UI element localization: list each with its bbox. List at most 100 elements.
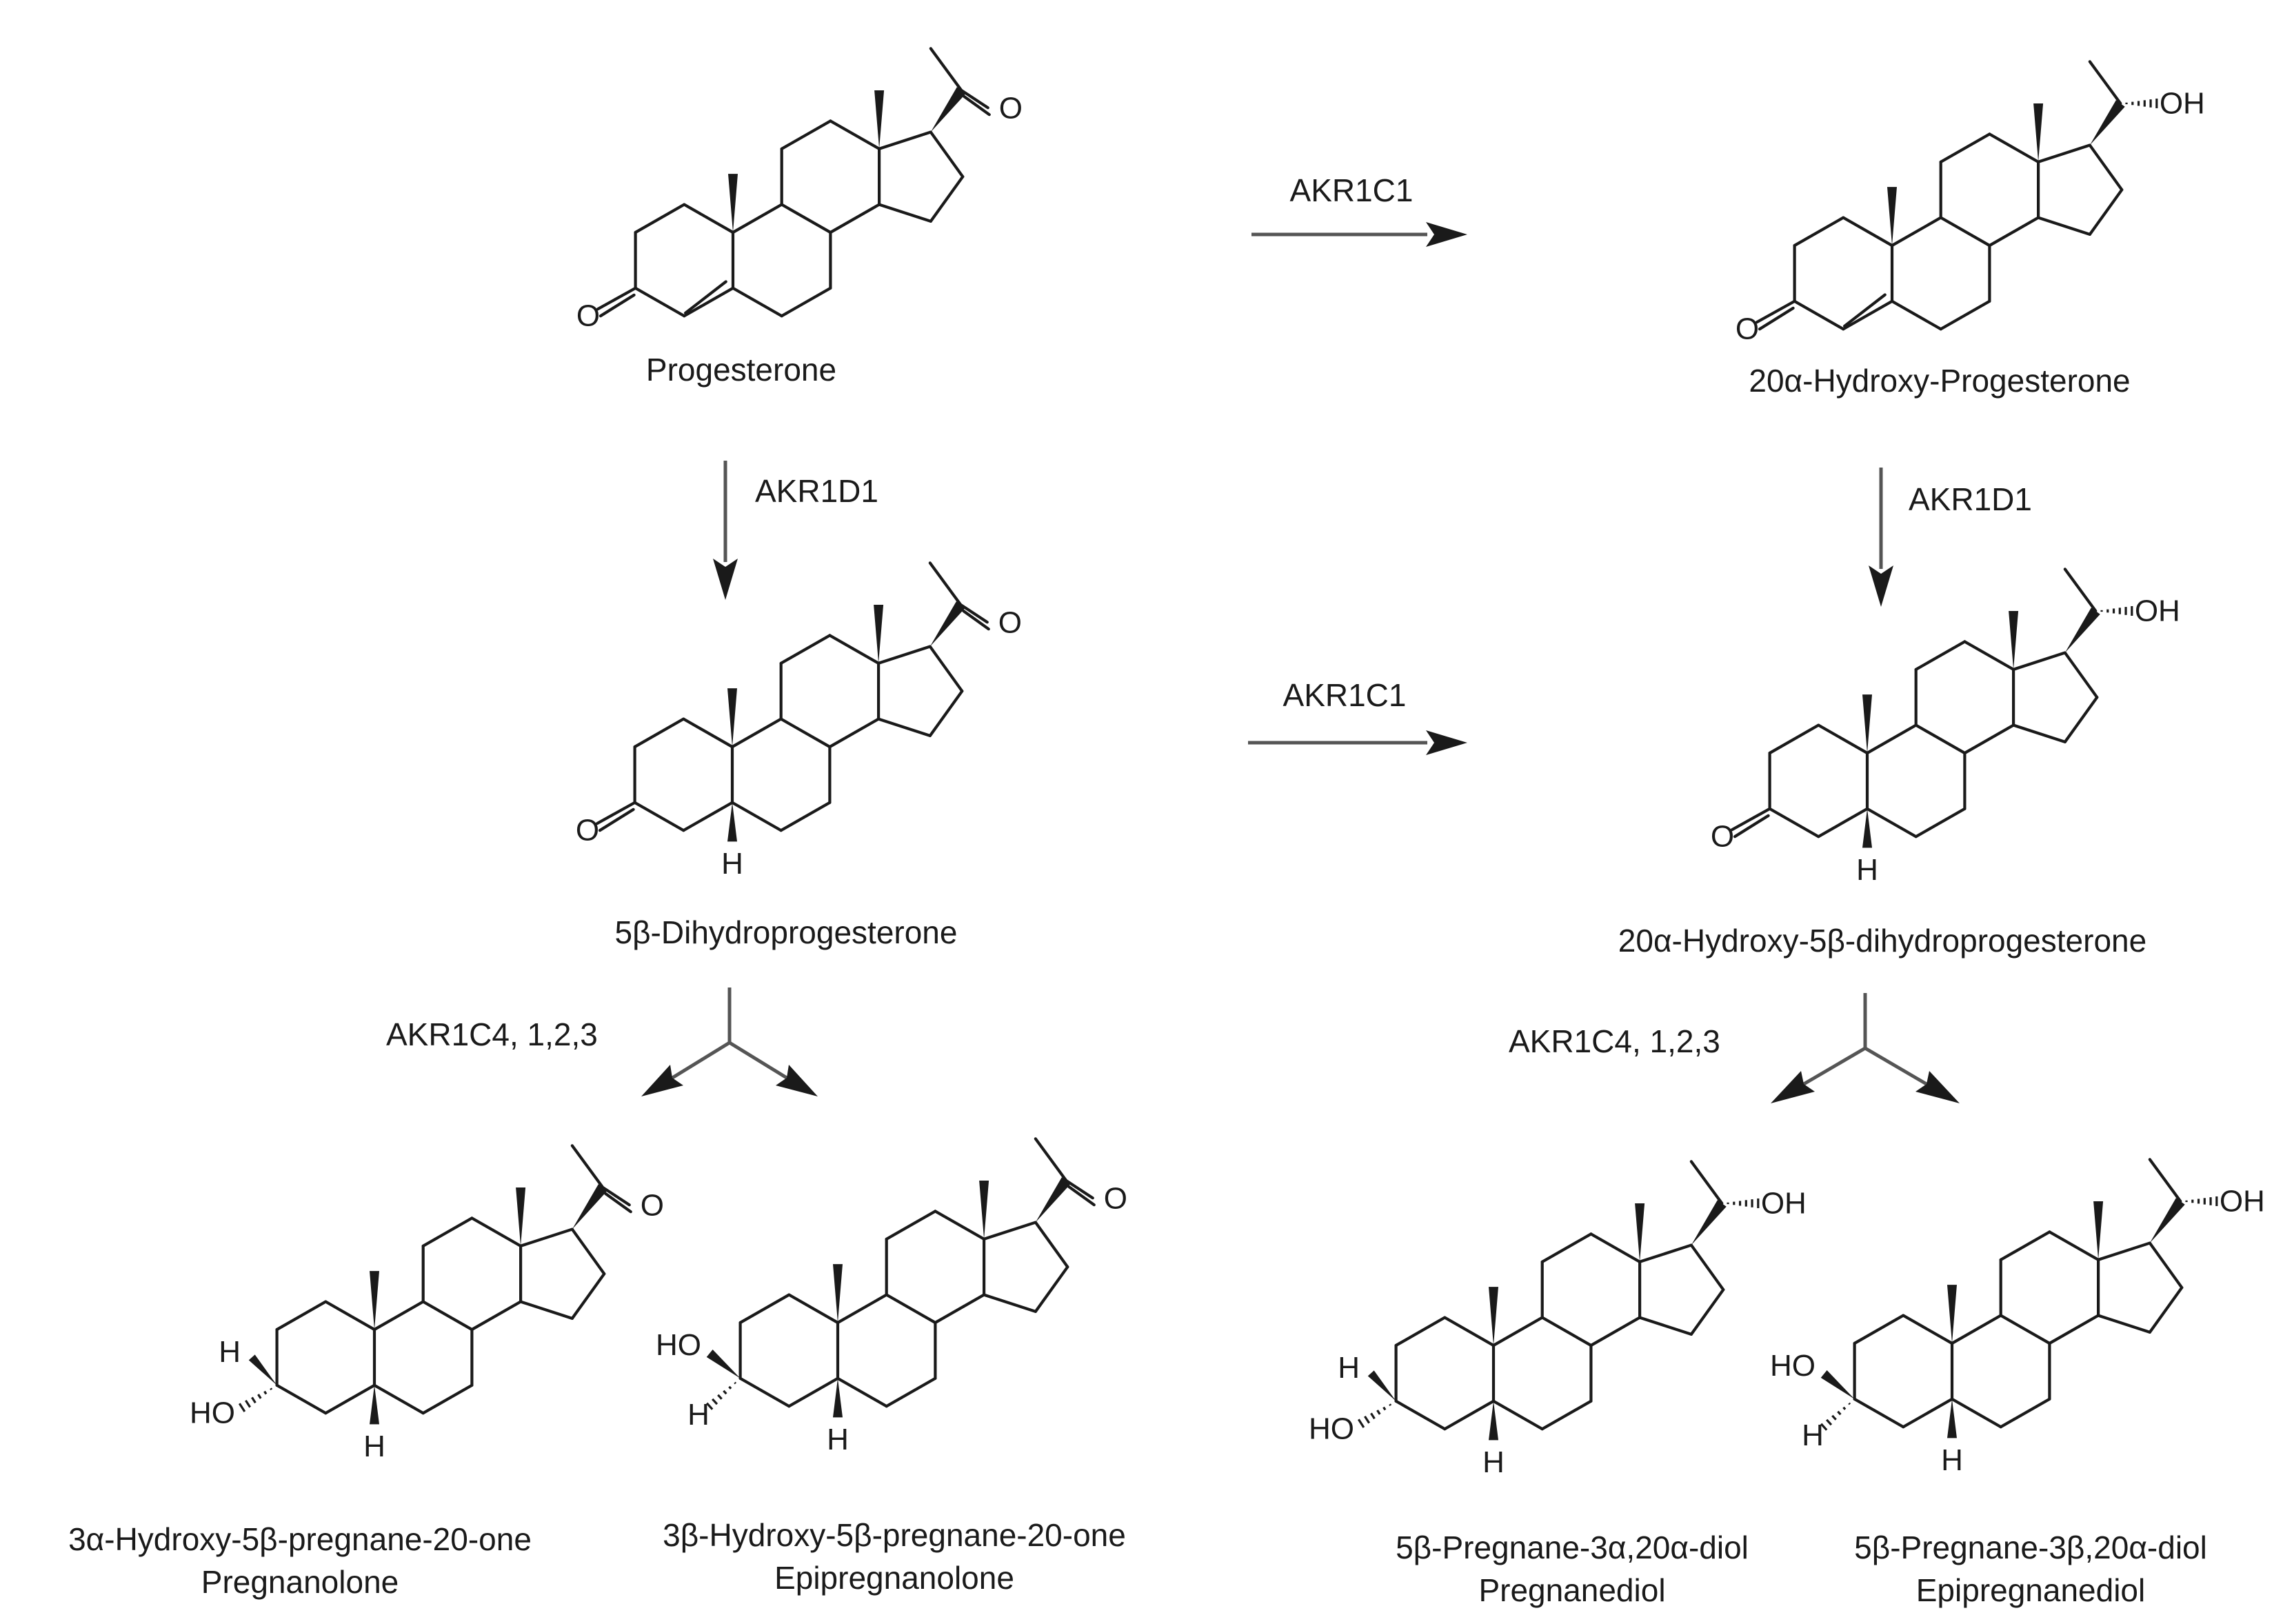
side-chain-wedge — [930, 87, 966, 132]
ring-bond — [829, 119, 881, 150]
methyl-bond — [2148, 1158, 2182, 1203]
ring-bond — [2012, 723, 2066, 743]
ring-bond — [1999, 1230, 2051, 1261]
ring-bond — [780, 119, 832, 150]
methyl-bond — [2088, 60, 2122, 106]
methyl-wedge — [874, 90, 885, 149]
ring-bond — [828, 634, 881, 665]
enzyme-label-akr1c4-left: AKR1C4, 1,2,3 — [386, 1016, 598, 1052]
ring-bond — [780, 203, 832, 234]
double-bond — [683, 280, 727, 314]
ring-bond — [324, 1300, 376, 1332]
ring-bond — [1638, 1316, 1693, 1336]
hydrogen-atom: H — [219, 1335, 241, 1369]
ring-bond — [421, 1300, 474, 1332]
hydroxyl-hash — [238, 1387, 273, 1412]
ring-bond — [1914, 807, 1967, 839]
hydrogen-wedge — [1947, 1399, 1957, 1438]
structure-dihydroprogesterone: OOH — [576, 561, 1022, 881]
ring-bond — [1793, 299, 1845, 331]
hydrogen-hash — [1820, 1402, 1851, 1431]
methyl-wedge — [370, 1271, 379, 1330]
ring-bond — [934, 1293, 986, 1325]
enzyme-label-akr1c1-middle: AKR1C1 — [1283, 677, 1407, 713]
methyl-bond — [570, 1144, 605, 1190]
ring-bond — [1939, 299, 1991, 331]
arrow-akr1d1-left — [713, 461, 738, 600]
ring-bond — [1689, 1288, 1725, 1336]
ring-bond — [1890, 216, 1942, 248]
ring-bond — [372, 1383, 425, 1415]
methyl-wedge — [979, 1180, 989, 1239]
hydrogen-hash — [705, 1381, 737, 1410]
ring-bond — [2037, 143, 2091, 163]
methyl-wedge — [2009, 610, 2019, 670]
ring-bond — [1793, 216, 1845, 248]
hydroxyl-group: HO — [1309, 1412, 1354, 1446]
ring-bond — [2037, 216, 2091, 236]
ring-bond — [1540, 1316, 1593, 1347]
carbonyl-bond — [601, 1185, 631, 1207]
hydrogen-atom: H — [721, 847, 743, 881]
ring-bond — [634, 203, 686, 234]
ring-bond — [885, 1210, 937, 1241]
hydrogen-atom: H — [1856, 853, 1878, 887]
carbonyl-bond — [1755, 299, 1796, 324]
hydroxyl-wedge — [706, 1350, 741, 1379]
side-chain-wedge — [2149, 1198, 2185, 1243]
side-chain-wedge — [1035, 1177, 1071, 1223]
ring-bond — [2088, 188, 2124, 236]
ring-bond — [1890, 299, 1942, 331]
hydroxyl-wedge — [1820, 1370, 1855, 1399]
methyl-wedge — [874, 604, 884, 663]
ring-bond — [730, 801, 783, 832]
side-chain-wedge — [2064, 608, 2100, 653]
hydrogen-wedge — [727, 802, 737, 842]
ring-bond — [1540, 1399, 1593, 1431]
methyl-wedge — [516, 1187, 526, 1246]
enzyme-label-akr1d1-right: AKR1D1 — [1909, 481, 2032, 517]
ring-bond — [1963, 723, 2015, 755]
hydroxyl-group: OH — [2220, 1184, 2265, 1218]
ring-bond — [2097, 1314, 2151, 1334]
ring-bond — [2048, 1230, 2100, 1261]
ring-bond — [2012, 651, 2066, 671]
carbonyl-double — [963, 94, 991, 117]
hydroxyl-group: HO — [1770, 1349, 1816, 1383]
label-progesterone: Progesterone — [646, 352, 836, 388]
ring-bond — [877, 130, 932, 150]
ring-bond — [1768, 807, 1820, 839]
ring-bond — [982, 1221, 1037, 1241]
ring-bond — [928, 690, 964, 737]
ring-bond — [731, 286, 783, 318]
ring-bond — [1865, 723, 1918, 755]
methyl-bond — [929, 47, 963, 92]
ring-bond — [683, 203, 735, 234]
ring-bond — [1394, 1399, 1447, 1431]
structure-progesterone: OO — [576, 47, 1023, 333]
enzyme-label-akr1c4-right: AKR1C4, 1,2,3 — [1509, 1023, 1720, 1059]
ring-bond — [1950, 1397, 2002, 1429]
oxygen-atom: O — [1736, 312, 1759, 346]
ring-bond — [2148, 1286, 2184, 1334]
ring-bond — [1034, 1265, 1069, 1313]
ring-bond — [829, 203, 881, 234]
carbonyl-double — [962, 609, 990, 631]
label-pregnanediol-alt: Pregnanediol — [1478, 1572, 1665, 1608]
methyl-bond — [1034, 1137, 1068, 1183]
ring-bond — [1491, 1316, 1544, 1347]
hydrogen-wedge — [248, 1354, 277, 1385]
methyl-wedge — [1862, 694, 1872, 753]
ring-bond — [1817, 807, 1869, 839]
hydroxyl-group: HO — [190, 1396, 235, 1430]
side-chain-wedge — [1691, 1200, 1727, 1245]
oxygen-atom: O — [576, 814, 599, 848]
ring-bond — [876, 645, 932, 665]
ring-bond — [1988, 132, 2040, 163]
ring-bond — [633, 801, 685, 832]
hydroxyl-group: OH — [2160, 86, 2205, 120]
